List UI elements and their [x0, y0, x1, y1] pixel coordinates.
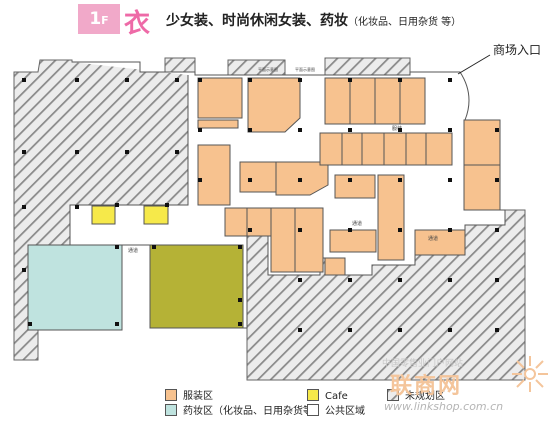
legend-label-clothing: 服装区	[183, 391, 213, 402]
clothing-unit	[247, 77, 301, 133]
floor-number: 1	[89, 9, 102, 29]
clothing-unit	[270, 207, 296, 273]
structural-columns	[22, 78, 499, 332]
clothing-units	[197, 77, 501, 276]
title-subtitle: （化妆品、日用杂货 等）	[348, 17, 462, 28]
floor-suffix: F	[101, 14, 109, 27]
legend: 服装区 Cafe 未规划区 药妆区（化妆品、日用杂货等） 公共区域	[155, 389, 455, 419]
title-text: 少女装、时尚休闲女装、药妆	[166, 13, 348, 29]
watermark-flower-icon	[512, 356, 548, 392]
clothing-unit	[319, 132, 343, 166]
category-char: 衣	[124, 9, 151, 39]
clothing-unit	[405, 132, 427, 166]
clothing-unit	[399, 77, 426, 125]
entrance-arrow	[457, 54, 491, 75]
cosmetics-zone	[27, 244, 123, 331]
clothing-unit	[349, 77, 376, 125]
legend-swatch-clothing	[165, 389, 177, 401]
clothing-unit	[197, 77, 243, 119]
clothing-unit	[341, 132, 363, 166]
clothing-unit	[414, 229, 466, 256]
legend-swatch-cafe	[307, 389, 319, 401]
legend-item-public: 公共区域	[307, 404, 365, 418]
header: 1F 衣 少女装、时尚休闲女装、药妆（化妆品、日用杂货 等）	[0, 0, 550, 40]
clothing-unit	[197, 144, 231, 206]
legend-swatch-public	[307, 404, 319, 416]
clothing-unit	[361, 132, 385, 166]
legend-item-cafe: Cafe	[307, 389, 348, 403]
corridor-label-mid-center: 通道	[352, 220, 362, 227]
clothing-unit	[239, 161, 277, 193]
floor-badge: 1F	[78, 4, 120, 34]
legend-label-cafe: Cafe	[325, 391, 348, 402]
clothing-unit	[294, 207, 324, 273]
entrance-label: 商场入口	[493, 43, 542, 57]
corridor-label-mid-right: 通道	[428, 235, 438, 242]
clothing-unit	[374, 77, 401, 125]
watermark-caption: 中国零售业门户网站	[382, 359, 464, 369]
clothing-unit	[425, 132, 453, 166]
unplanned-zone-topright	[324, 57, 411, 76]
clothing-unit	[197, 119, 239, 129]
clothing-unit	[324, 77, 351, 125]
clothing-unit	[463, 164, 501, 211]
clothing-unit	[334, 174, 376, 199]
cafe-unit-1	[91, 205, 116, 225]
olive-zone	[149, 244, 244, 329]
watermark-logo: 联商网	[390, 374, 463, 399]
cafe-unit-2	[143, 205, 169, 225]
legend-label-public: 公共区域	[325, 406, 365, 417]
watermark: 中国零售业门户网站 联商网 www.linkshop.com.cn	[382, 356, 550, 416]
legend-item-unplanned: 未规划区	[387, 389, 445, 403]
clothing-unit	[329, 229, 377, 253]
legend-label-unplanned: 未规划区	[405, 391, 445, 402]
clothing-unit	[377, 174, 405, 261]
page-title: 少女装、时尚休闲女装、药妆（化妆品、日用杂货 等）	[166, 10, 461, 30]
legend-item-cosmetics: 药妆区（化妆品、日用杂货等）	[165, 404, 323, 418]
legend-item-clothing: 服装区	[165, 389, 213, 403]
corridor-label-top-right: 平面示意图	[295, 66, 315, 72]
corridor-label-upper: 服装	[392, 125, 402, 132]
watermark-url: www.linkshop.com.cn	[384, 400, 504, 413]
clothing-unit	[463, 119, 501, 166]
clothing-unit	[224, 207, 248, 237]
clothing-unit	[324, 257, 346, 276]
legend-label-cosmetics: 药妆区（化妆品、日用杂货等）	[183, 406, 323, 417]
corridor-label-top-left: 平面示意图	[258, 66, 278, 72]
legend-swatch-unplanned	[387, 389, 399, 401]
corridor-label-left: 通道	[128, 247, 138, 254]
clothing-unit	[383, 132, 407, 166]
legend-swatch-cosmetics	[165, 404, 177, 416]
